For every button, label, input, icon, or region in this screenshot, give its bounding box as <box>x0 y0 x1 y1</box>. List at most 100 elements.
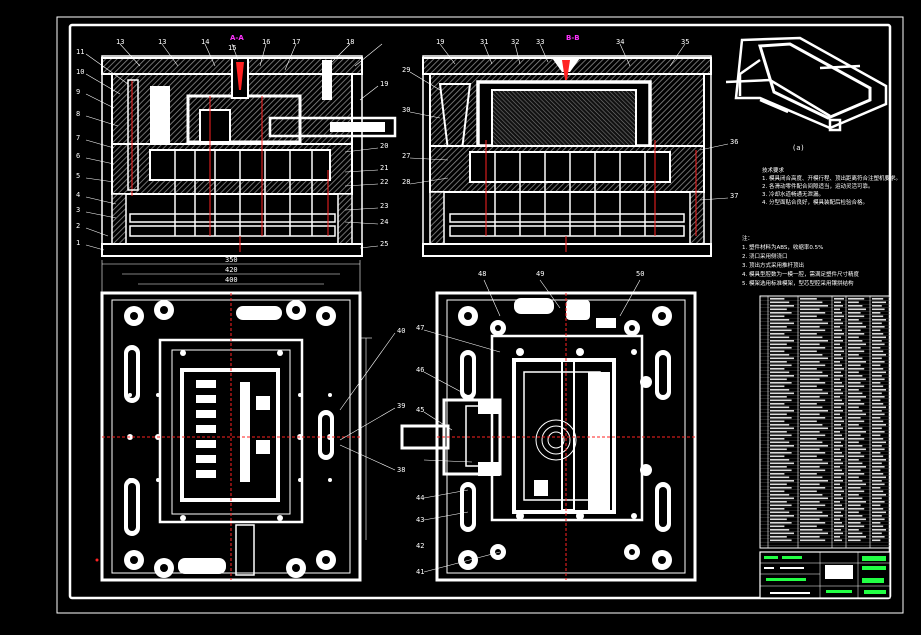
parts-row-mark <box>800 298 817 300</box>
parts-row-mark <box>834 354 841 356</box>
parts-row-mark <box>872 466 885 468</box>
parts-row-mark <box>834 420 844 423</box>
parts-row-mark <box>770 389 790 391</box>
section-view-a-a <box>85 43 397 257</box>
callout-rst-5: 35 <box>681 38 689 46</box>
parts-row-mark <box>848 413 866 416</box>
parts-row-mark <box>848 529 859 531</box>
parts-row-mark <box>800 490 817 493</box>
parts-row-mark <box>848 476 859 479</box>
parts-row-mark <box>800 511 823 514</box>
parts-row-mark <box>848 340 863 342</box>
parts-row-mark <box>872 399 881 402</box>
parts-row-mark <box>770 431 787 433</box>
parts-row-mark <box>770 392 794 395</box>
parts-row-mark <box>770 308 787 311</box>
parts-row-mark <box>770 336 790 339</box>
parts-row-mark <box>770 329 792 332</box>
parts-row-mark <box>770 438 785 440</box>
parts-row-mark <box>848 305 863 307</box>
callout-p2l-0: 47 <box>416 324 424 332</box>
parts-row-mark <box>834 494 841 496</box>
parts-row-mark <box>872 476 886 479</box>
parts-row-mark <box>848 427 863 430</box>
parts-row-mark <box>770 361 787 363</box>
callout-p2t-0: 48 <box>478 270 486 278</box>
parts-row-mark <box>872 305 882 307</box>
parts-row-mark <box>872 322 882 325</box>
tech-req-item-4: 4. 分型面贴合良好，模具装配后检验合格。 <box>762 198 868 206</box>
parts-row-mark <box>800 441 823 444</box>
parts-row-mark <box>770 343 787 346</box>
parts-row-mark <box>872 462 882 465</box>
parts-row-mark <box>848 518 866 521</box>
parts-row-mark <box>770 413 787 416</box>
parts-row-mark <box>834 536 840 538</box>
parts-row-mark <box>834 385 844 388</box>
parts-row-mark <box>848 480 863 482</box>
notes-item-1: 1. 塑件材料为ABS，收缩率0.5% <box>742 243 823 251</box>
parts-row-mark <box>848 508 865 510</box>
parts-row-mark <box>770 494 790 496</box>
parts-row-mark <box>834 301 841 304</box>
parts-row-mark <box>872 501 885 503</box>
parts-row-mark <box>872 459 886 461</box>
parts-row-mark <box>770 511 790 514</box>
callout-dim-1: 420 <box>225 266 238 274</box>
parts-row-mark <box>834 441 841 444</box>
parts-row-mark <box>834 445 843 447</box>
callout-rst-2: 32 <box>511 38 519 46</box>
parts-row-mark <box>848 431 866 433</box>
parts-row-mark <box>770 333 785 335</box>
parts-row-mark <box>800 434 826 437</box>
parts-row-mark <box>872 417 881 419</box>
callout-lsl-4: 7 <box>76 134 80 142</box>
parts-row-mark <box>800 340 828 342</box>
parts-row-mark <box>848 389 859 391</box>
parts-row-mark <box>800 368 817 370</box>
parts-row-mark <box>834 410 843 412</box>
parts-row-mark <box>770 375 794 377</box>
parts-row-mark <box>800 403 817 405</box>
parts-row-mark <box>834 529 841 531</box>
parts-row-mark <box>834 406 841 409</box>
parts-row-mark <box>770 378 787 381</box>
parts-row-mark <box>834 343 840 346</box>
parts-row-mark <box>848 368 865 370</box>
parts-row-mark <box>848 536 866 538</box>
parts-row-mark <box>872 529 886 531</box>
parts-row-mark <box>770 347 792 349</box>
parts-row-mark <box>872 420 884 423</box>
parts-row-mark <box>770 326 787 328</box>
parts-row-mark <box>800 494 823 496</box>
parts-row-mark <box>834 378 840 381</box>
parts-row-mark <box>872 406 886 409</box>
callout-rsl-0: 29 <box>402 66 410 74</box>
parts-row-mark <box>834 392 843 395</box>
parts-row-mark <box>834 434 842 437</box>
callout-rsl-1: 30 <box>402 106 410 114</box>
parts-row-mark <box>872 434 881 437</box>
parts-row-mark <box>834 501 840 503</box>
parts-row-mark <box>872 403 884 405</box>
callout-lsl-6: 5 <box>76 172 80 180</box>
parts-row-mark <box>834 357 843 360</box>
parts-row-mark <box>800 522 826 524</box>
parts-row-mark <box>800 476 823 479</box>
parts-row-mark <box>834 308 840 311</box>
parts-row-mark <box>872 525 884 528</box>
parts-row-mark <box>848 497 863 500</box>
callout-lsr-6: 25 <box>380 240 388 248</box>
parts-row-mark <box>770 452 792 454</box>
callout-lst-1: 13 <box>158 38 166 46</box>
section-label-a-a: A-A <box>230 34 244 42</box>
parts-row-mark <box>770 497 794 500</box>
title-block <box>759 551 891 599</box>
parts-row-mark <box>800 343 820 346</box>
parts-row-mark <box>848 410 863 412</box>
callout-lst-4: 16 <box>262 38 270 46</box>
parts-row-mark <box>834 459 841 461</box>
parts-row-mark <box>834 522 842 524</box>
parts-row-mark <box>834 298 844 300</box>
parts-row-mark <box>770 525 785 528</box>
